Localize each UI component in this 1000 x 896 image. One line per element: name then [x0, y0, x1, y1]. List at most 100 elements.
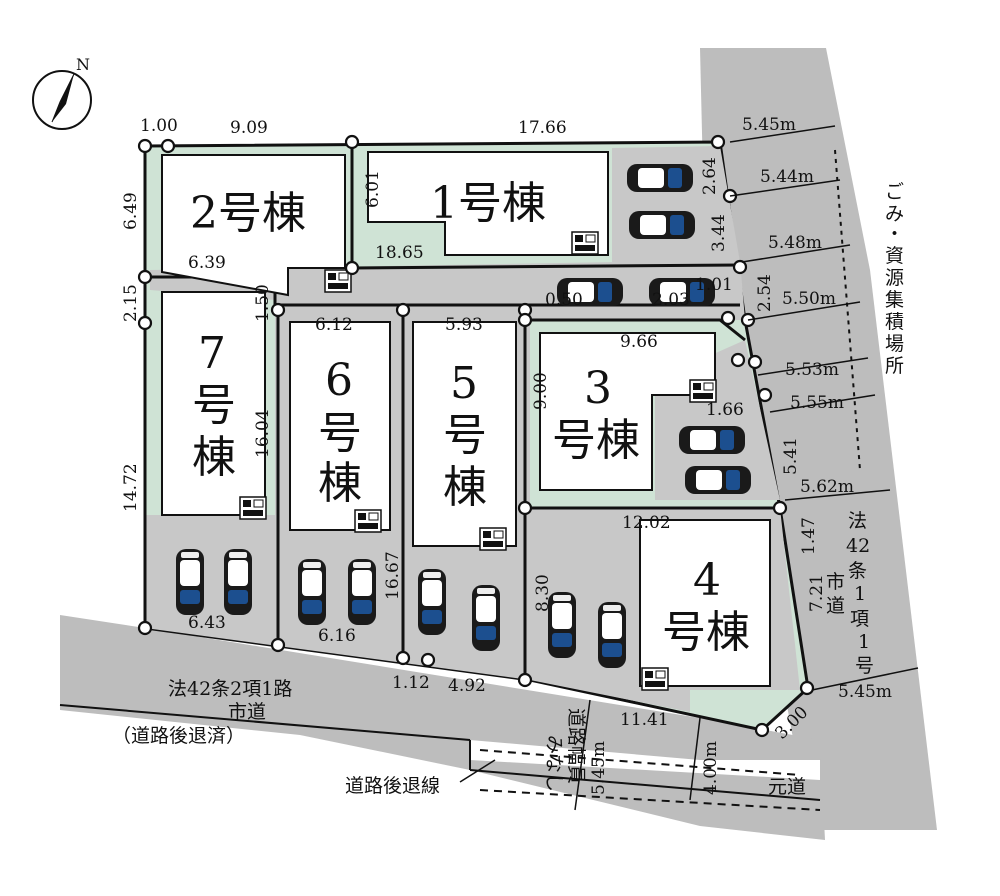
minashi-label: みなし: [543, 735, 565, 792]
dimension-label: 2.15: [121, 284, 141, 322]
road-width-label: 5.53m: [785, 360, 839, 380]
road-width-label: 5.50m: [782, 289, 836, 309]
house-1: [367, 151, 609, 256]
dimension-label: 6.01: [363, 170, 383, 208]
svg-text:ご: ご: [885, 181, 904, 203]
house-6: [289, 321, 391, 531]
dimension-label: 1.12: [392, 673, 430, 693]
building-6-label: 6: [325, 355, 353, 406]
boundary-markers: [137, 134, 815, 738]
dimension-label: 9.66: [620, 332, 658, 352]
dimension-label: 5.41: [781, 437, 801, 475]
dimension-label: 18.65: [375, 243, 424, 263]
house-5: [412, 321, 517, 547]
car-icon: [348, 559, 376, 625]
dimension-label: 12.02: [622, 513, 671, 533]
dimension-label: 6.43: [188, 613, 226, 633]
dimension-label: 4.92: [448, 676, 486, 696]
svg-text:み: み: [885, 203, 904, 225]
east-road: [700, 48, 937, 830]
east-road-label: 1: [858, 631, 870, 653]
building-3-label: 号棟: [552, 415, 640, 466]
meter-icon: [571, 231, 599, 255]
dimension-label: 1.47: [799, 517, 819, 555]
meter-icon: [324, 269, 352, 293]
building-5-label: 棟: [443, 462, 487, 513]
north-arrow-icon: [32, 70, 92, 130]
east-road-label: 条: [848, 560, 867, 582]
building-4-label: 号棟: [662, 607, 750, 658]
dimension-label: 2.03: [652, 290, 690, 310]
dimension-label: 0.50: [545, 290, 583, 310]
dimension-label: 6.39: [188, 253, 226, 273]
svg-text:積: 積: [885, 311, 904, 333]
house-4: [639, 519, 771, 687]
svg-text:場: 場: [885, 333, 904, 355]
meter-icon: [689, 379, 717, 403]
dimension-label: 8.30: [533, 574, 553, 612]
building-1-label: 1号棟: [430, 178, 546, 229]
dimension-label: 2.54: [755, 274, 775, 312]
building-7-label: 棟: [192, 432, 236, 483]
car-icon: [685, 466, 751, 494]
building-3-label: 3: [584, 363, 612, 414]
east-road-label: 項: [850, 608, 869, 630]
east-road-label: 法: [848, 510, 867, 532]
road-width-label: 5.55m: [790, 393, 844, 413]
dimension-label: 14.72: [121, 463, 141, 512]
dimension-label: 17.66: [518, 118, 567, 138]
building-5-label: 号: [443, 410, 487, 461]
road-width-label: 5.45m: [589, 741, 609, 795]
dimension-label: 6.16: [318, 626, 356, 646]
dimension-label: 7.21: [807, 574, 827, 612]
setback-line-label: 道路後退線: [345, 775, 440, 797]
road-width-label: 4.00m: [701, 741, 721, 795]
compass-label: N: [76, 55, 90, 74]
car-icon: [629, 211, 695, 239]
road-width-label: 5.44m: [760, 167, 814, 187]
garbage-station-label: ご み ・ 資 源 集 積 場 所: [885, 181, 904, 377]
car-icon: [298, 559, 326, 625]
minashi-label: 道路幅員: [565, 708, 587, 784]
house-7: [161, 291, 266, 516]
east-road-label: 42: [846, 535, 870, 557]
car-icon: [418, 569, 446, 635]
dimension-label: 3.44: [709, 214, 729, 252]
meter-icon: [479, 527, 507, 551]
dimension-label: 6.12: [315, 315, 353, 335]
south-road-label: 法42条2項1路: [168, 678, 292, 700]
svg-text:集: 集: [885, 289, 904, 311]
dimension-label: 1.50: [253, 284, 273, 322]
east-road-label: 号: [855, 655, 874, 677]
svg-text:・: ・: [885, 223, 904, 245]
dimension-label: 9.00: [531, 372, 551, 410]
dimension-label: 16.67: [383, 551, 403, 600]
car-icon: [598, 602, 626, 668]
setback-done-label: （道路後退済）: [112, 725, 245, 747]
dimension-label: 11.41: [620, 710, 669, 730]
building-4-label: 4: [693, 555, 721, 606]
house-3: [539, 332, 716, 491]
building-7-label: 号: [192, 380, 236, 431]
dimension-label: 5.93: [445, 315, 483, 335]
east-road-label: 1: [854, 583, 866, 605]
road-width-label: 5.45m: [742, 115, 796, 135]
dimension-label: 1.66: [706, 400, 744, 420]
meter-icon: [239, 496, 267, 520]
house-2: [161, 154, 346, 297]
south-road-label: 市道: [228, 701, 266, 723]
building-7-label: 7: [198, 328, 226, 379]
dimension-label: 1.01: [695, 275, 733, 295]
car-icon: [224, 549, 252, 615]
dimension-label: 1.00: [140, 116, 178, 136]
motomichi-label: 元道: [768, 776, 806, 798]
svg-text:所: 所: [885, 355, 904, 377]
building-2-label: 2号棟: [190, 188, 306, 239]
meter-icon: [354, 509, 382, 533]
dimension-label: 16.04: [253, 409, 273, 458]
car-icon: [679, 426, 745, 454]
car-icon: [627, 164, 693, 192]
car-icon: [176, 549, 204, 615]
building-5-label: 5: [450, 358, 478, 409]
